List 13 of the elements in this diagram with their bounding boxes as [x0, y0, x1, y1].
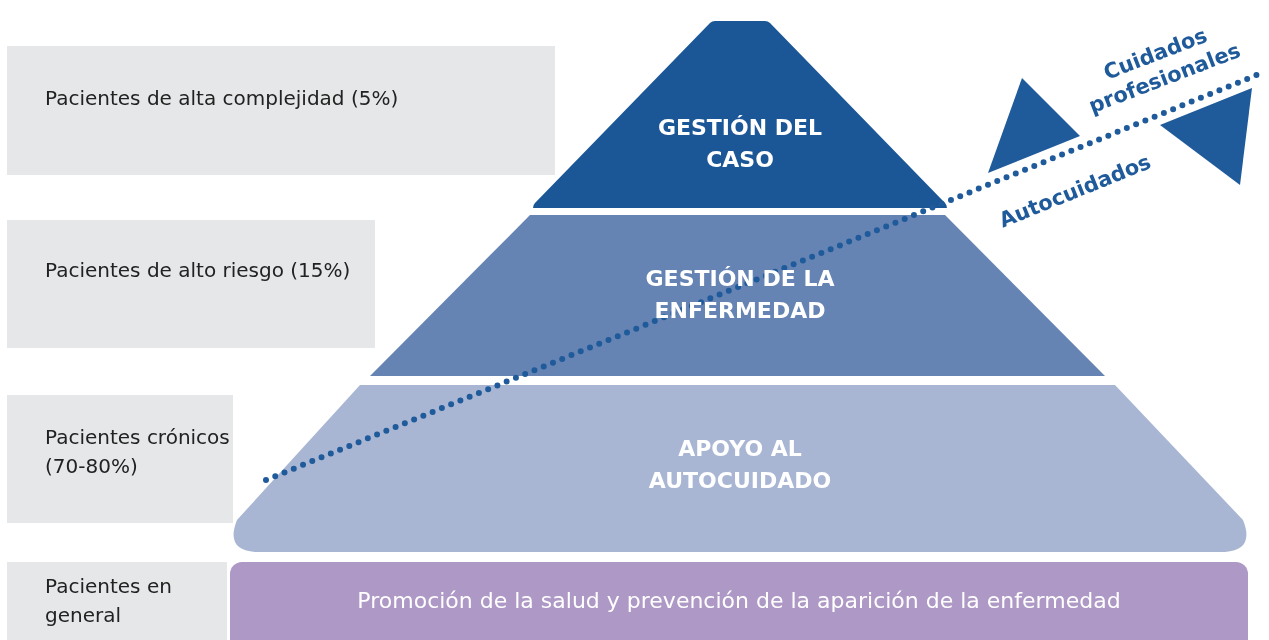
- foundation-bar: [230, 562, 1248, 640]
- tier-label: GESTIÓN DEL CASO: [656, 114, 824, 174]
- foundation-label: Promoción de la salud y prevención de la aparición de la enfermedad: [356, 588, 1122, 613]
- category-label: Pacientes de alto riesgo (15%): [45, 257, 352, 284]
- tier-label: APOYO AL AUTOCUIDADO: [647, 435, 833, 495]
- category-band: [7, 562, 227, 640]
- category-band: [7, 220, 375, 348]
- tier-label: GESTIÓN DE LA ENFERMEDAD: [644, 265, 836, 325]
- category-label: Pacientes en general: [45, 573, 173, 629]
- category-band: [7, 395, 233, 523]
- category-label: Pacientes de alta complejidad (5%): [45, 85, 400, 112]
- category-band: [7, 46, 555, 175]
- category-label: Pacientes crónicos (70-80%): [45, 424, 231, 480]
